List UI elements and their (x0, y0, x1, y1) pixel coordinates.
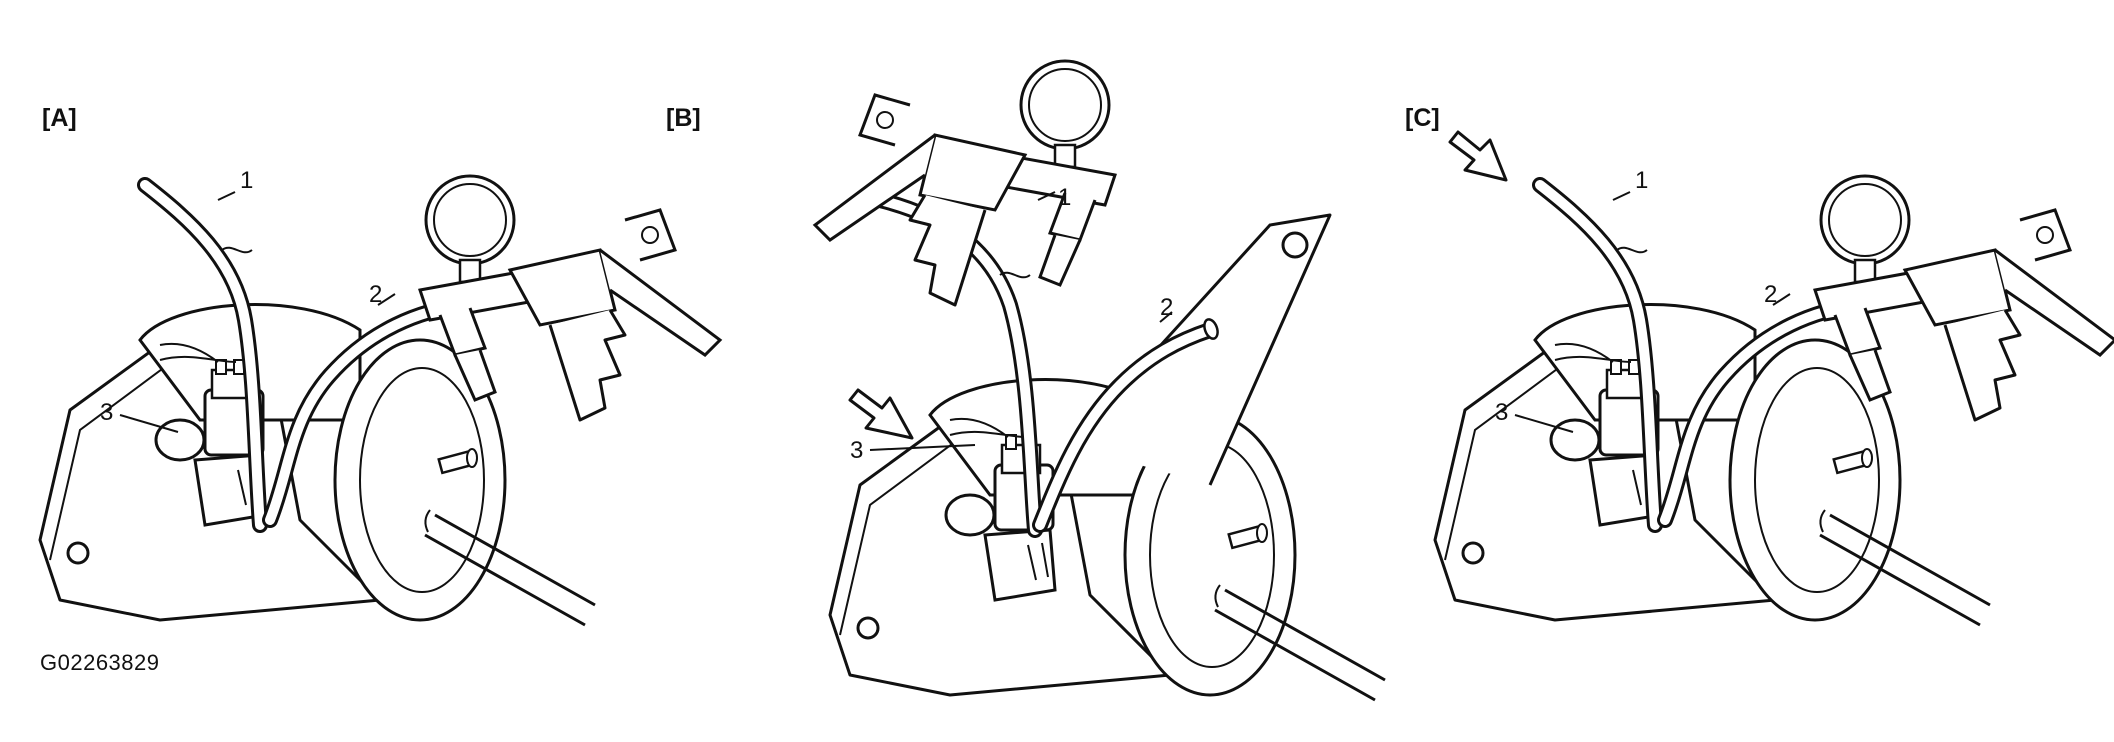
figure-id: G02263829 (40, 650, 160, 675)
panel-b-pump (813, 59, 1117, 307)
panel-c-callout-1: 1 (1635, 167, 1648, 194)
panel-b-callout-1: 1 (1058, 184, 1071, 211)
panel-c-arrow-icon (1448, 130, 1508, 182)
panel-a-callouts: 1 2 3 (100, 167, 382, 426)
panel-c-callout-3: 3 (1495, 399, 1508, 426)
panel-c-callout-2: 2 (1764, 281, 1777, 308)
panel-c-drawing (1433, 174, 2114, 627)
panel-c-label: [C] (1405, 104, 1440, 132)
panel-b-label: [B] (666, 104, 701, 132)
panel-c-callouts: 1 2 3 (1495, 167, 1777, 426)
panel-b-callout-2: 2 (1160, 294, 1173, 321)
panel-b-leaders (869, 191, 1173, 451)
panel-b-drawing (828, 192, 1387, 702)
panel-a-drawing (38, 174, 722, 627)
panel-a-label: [A] (42, 104, 77, 132)
panel-a-callout-1: 1 (240, 167, 253, 194)
panel-b-callout-3: 3 (850, 437, 863, 464)
panel-b-callouts: 1 2 3 (850, 184, 1173, 464)
panel-a-callout-2: 2 (369, 281, 382, 308)
panel-a-callout-3: 3 (100, 399, 113, 426)
panel-b-arrow-icon (848, 388, 914, 440)
